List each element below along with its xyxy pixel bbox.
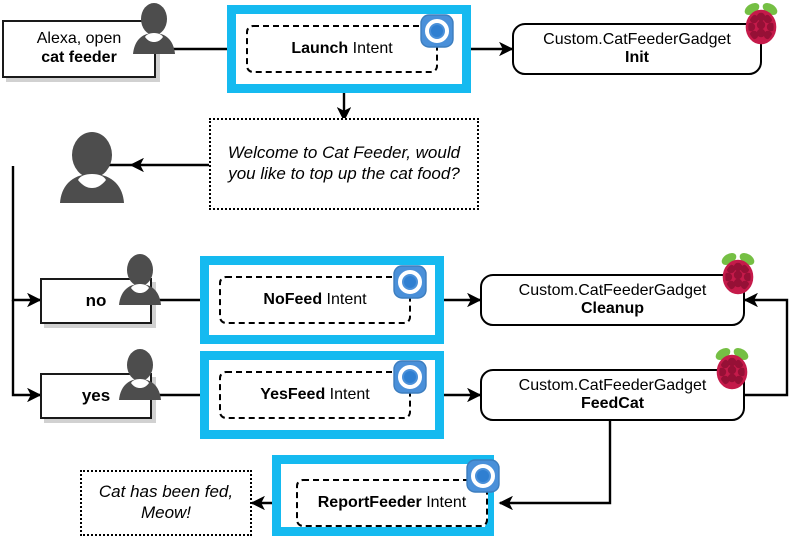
gadget-cleanup-line1: Custom.CatFeederGadget	[518, 282, 707, 299]
gadget-init-line1: Custom.CatFeederGadget	[543, 31, 731, 48]
intent-reportfeeder-rest: Intent	[421, 494, 467, 511]
intent-yesfeed[interactable]: YesFeed Intent	[219, 371, 411, 419]
intent-launch-rest: Intent	[348, 40, 393, 57]
edge-person-to-yes	[11, 300, 42, 403]
intent-nofeed[interactable]: NoFeed Intent	[219, 276, 411, 324]
intent-reportfeeder[interactable]: ReportFeeder Intent	[296, 479, 488, 527]
alexa-icon	[393, 360, 427, 394]
intent-nofeed-rest: Intent	[322, 291, 367, 308]
edge-feedcat-to-reportfeeder	[498, 420, 612, 511]
gadget-feedcat[interactable]: Custom.CatFeederGadget FeedCat	[480, 369, 745, 421]
gadget-cleanup-line2: Cleanup	[580, 300, 645, 317]
raspberry-pi-icon	[708, 345, 756, 393]
speech-fed: Cat has been fed, Meow!	[80, 470, 252, 536]
person-icon	[117, 348, 163, 400]
intent-nofeed-bold: NoFeed	[263, 291, 323, 308]
utterance-launch-line1: Alexa, open	[36, 30, 122, 48]
intent-yesfeed-rest: Intent	[325, 386, 370, 403]
person-icon	[117, 253, 163, 305]
intent-launch[interactable]: Launch Intent	[246, 25, 438, 73]
raspberry-pi-icon	[714, 250, 762, 298]
edge-person-to-no	[11, 166, 42, 308]
gadget-init[interactable]: Custom.CatFeederGadget Init	[512, 23, 762, 75]
intent-yesfeed-label: YesFeed Intent	[260, 386, 369, 404]
intent-launch-bold: Launch	[291, 40, 349, 57]
gadget-feedcat-line1: Custom.CatFeederGadget	[518, 377, 707, 394]
speech-welcome: Welcome to Cat Feeder, would you like to…	[209, 118, 479, 210]
raspberry-pi-icon	[737, 0, 785, 48]
alexa-icon	[420, 14, 454, 48]
intent-nofeed-label: NoFeed Intent	[263, 291, 366, 309]
intent-yesfeed-bold: YesFeed	[260, 386, 326, 403]
intent-reportfeeder-bold: ReportFeeder	[317, 494, 422, 511]
intent-reportfeeder-label: ReportFeeder Intent	[318, 494, 467, 512]
alexa-icon	[466, 459, 500, 493]
person-icon	[55, 131, 129, 203]
gadget-cleanup[interactable]: Custom.CatFeederGadget Cleanup	[480, 274, 745, 326]
intent-launch-label: Launch Intent	[291, 40, 392, 58]
gadget-init-line2: Init	[625, 49, 649, 66]
alexa-icon	[393, 265, 427, 299]
gadget-feedcat-line2: FeedCat	[580, 395, 645, 412]
person-icon	[131, 2, 177, 54]
utterance-launch-line2: cat feeder	[41, 49, 117, 66]
